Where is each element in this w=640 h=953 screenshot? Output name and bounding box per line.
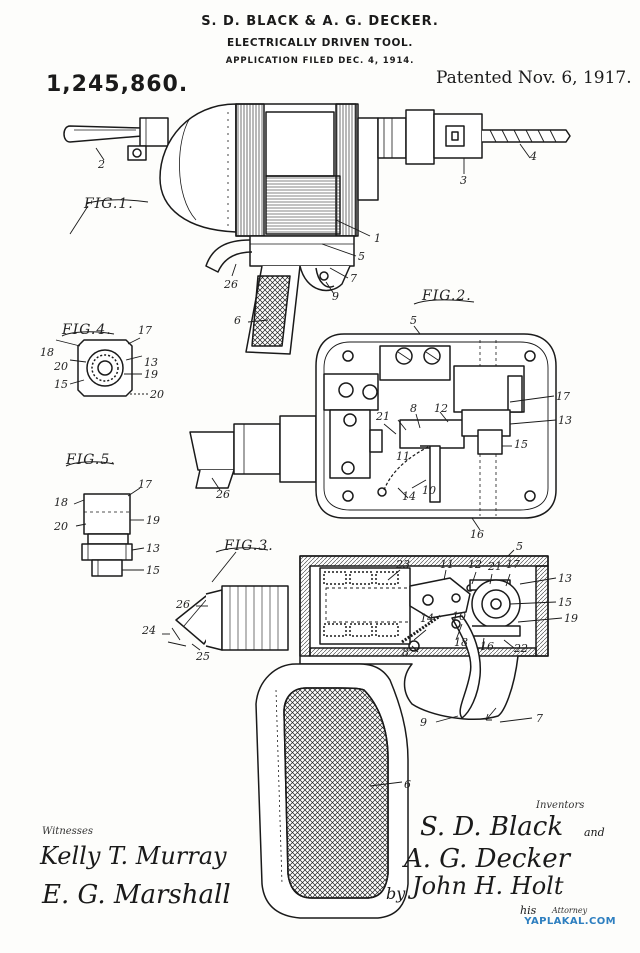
fig1-ref: 2	[98, 158, 105, 171]
fig4-ref: 20	[150, 388, 164, 401]
watermark: YAPLAKAL.COM	[524, 916, 616, 927]
fig3-ref: 24	[142, 624, 156, 637]
fig4-ref: 18	[40, 346, 54, 359]
fig4-ref: 17	[138, 324, 152, 337]
fig2-ref: 21	[376, 410, 390, 423]
fig2-ref: 5	[410, 314, 417, 327]
by-text: by	[386, 884, 406, 903]
inventor-signature: S. D. Black	[420, 812, 564, 842]
fig3-ref: 19	[564, 612, 578, 625]
fig1-ref: 6	[234, 314, 241, 327]
fig2-ref: 14	[402, 490, 416, 503]
fig4-ref: 15	[54, 378, 68, 391]
fig3-ref: 11	[440, 558, 454, 571]
fig3-ref: 12	[468, 558, 482, 571]
fig3-ref: 15	[558, 596, 572, 609]
fig3-drawing	[162, 549, 563, 919]
attorney-caption: Attorney	[552, 906, 588, 915]
fig3-ref: 25	[196, 650, 210, 663]
fig4-ref: 13	[144, 356, 158, 369]
fig1-ref: 3	[460, 174, 467, 187]
fig5-ref: 15	[146, 564, 160, 577]
fig2-ref: 10	[422, 484, 436, 497]
fig5-ref: 18	[54, 496, 68, 509]
application-filed-line: APPLICATION FILED DEC. 4, 1914.	[225, 56, 415, 66]
fig3-ref: 14	[420, 612, 434, 625]
fig1-label: FIG.1.	[84, 196, 134, 212]
fig5-drawing	[73, 487, 145, 577]
fig4-ref: 19	[144, 368, 158, 381]
fig3-ref: 16	[480, 640, 494, 653]
fig4-drawing	[55, 337, 148, 397]
fig4-label: FIG.4.	[62, 322, 112, 338]
fig2-ref: 16	[470, 528, 484, 541]
inventor-signature: A. G. Decker	[404, 844, 571, 874]
fig1-drawing	[63, 103, 571, 355]
fig1-ref: 9	[332, 290, 339, 303]
patent-title: ELECTRICALLY DRIVEN TOOL.	[227, 37, 413, 49]
fig3-ref: 18	[454, 636, 468, 649]
fig5-label: FIG.5.	[66, 452, 116, 468]
inventors-header: S. D. BLACK & A. G. DECKER.	[201, 14, 439, 29]
and-text: and	[584, 826, 605, 839]
fig2-ref: 13	[558, 414, 572, 427]
fig2-ref: 11	[396, 450, 410, 463]
fig2-ref: 8	[410, 402, 417, 415]
fig3-ref: 9	[420, 716, 427, 729]
fig4-ref: 20	[54, 360, 68, 373]
witness-signature: Kelly T. Murray	[40, 842, 227, 870]
fig1-ref: 5	[358, 250, 365, 263]
fig2-label: FIG.2.	[422, 288, 472, 304]
fig3-ref: 22	[514, 642, 528, 655]
fig5-ref: 19	[146, 514, 160, 527]
fig3-ref: 10	[452, 610, 466, 623]
fig3-ref: 17	[506, 558, 520, 571]
fig1-ref: 7	[350, 272, 357, 285]
fig3-ref: 8	[402, 646, 409, 659]
fig3-ref: 7	[536, 712, 543, 725]
fig1-ref: 1	[374, 232, 381, 245]
fig3-ref: 21	[488, 560, 502, 573]
attorney-signature: John H. Holt	[412, 872, 564, 900]
fig5-ref: 13	[146, 542, 160, 555]
fig2-ref: 12	[434, 402, 448, 415]
fig5-ref: 17	[138, 478, 152, 491]
fig1-ref: 26	[224, 278, 238, 291]
fig2-ref: 15	[514, 438, 528, 451]
fig3-ref: 13	[558, 572, 572, 585]
fig5-ref: 20	[54, 520, 68, 533]
fig3-ref: 6	[404, 778, 411, 791]
his-text: his	[520, 904, 537, 917]
fig3-ref: 23	[396, 558, 410, 571]
fig3-label: FIG.3.	[224, 538, 274, 554]
witnesses-caption: Witnesses	[42, 826, 93, 837]
fig3-ref: 5	[516, 540, 523, 553]
fig2-ref: 26	[216, 488, 230, 501]
fig2-drawing	[189, 325, 557, 531]
fig2-ref: 17	[556, 390, 570, 403]
witness-signature: E. G. Marshall	[42, 880, 231, 910]
inventors-caption: Inventors	[536, 800, 585, 811]
fig1-ref: 4	[530, 150, 537, 163]
fig3-ref: 26	[176, 598, 190, 611]
patent-number: 1,245,860.	[46, 72, 189, 97]
patented-date: Patented Nov. 6, 1917.	[436, 68, 632, 88]
